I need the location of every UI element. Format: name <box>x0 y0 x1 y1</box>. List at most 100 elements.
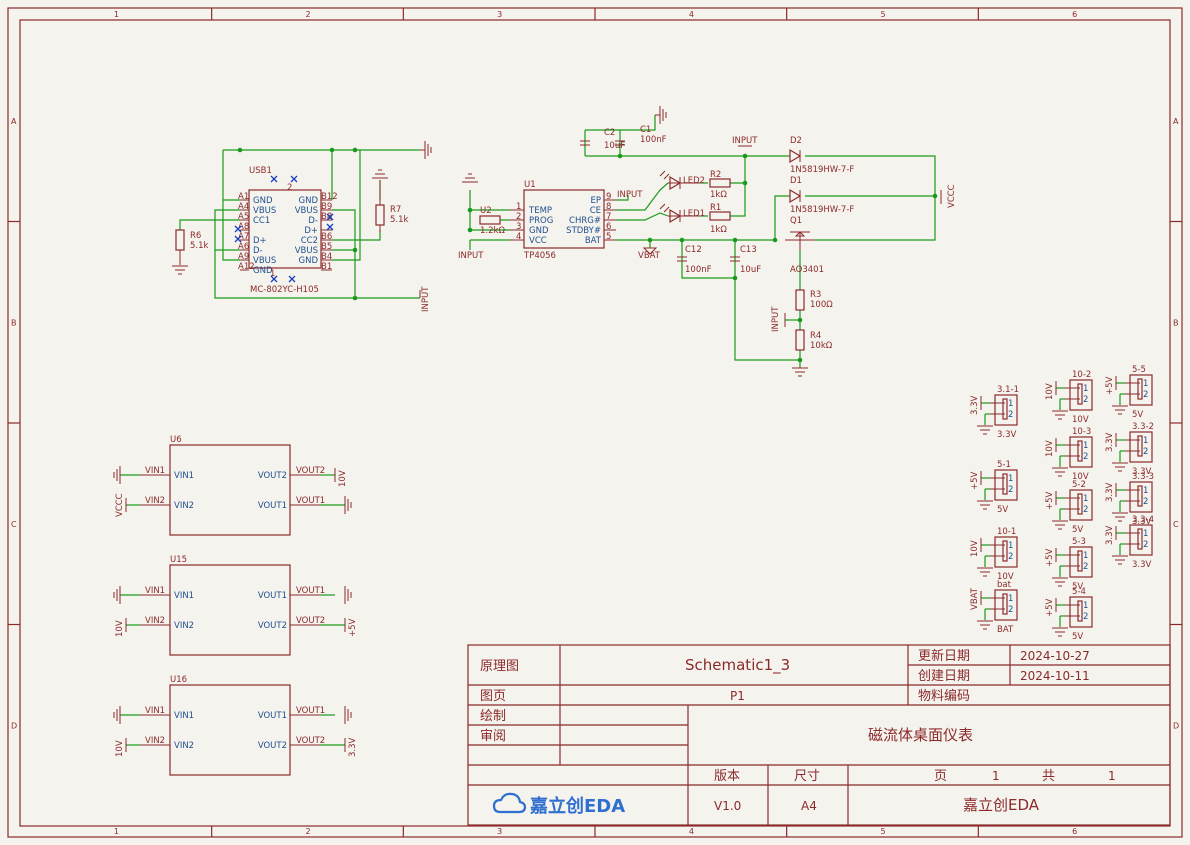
resistor-r1[interactable]: R1 1kΩ <box>709 203 731 235</box>
svg-text:10V: 10V <box>115 620 125 637</box>
gnd-symbol-tp4056 <box>462 173 478 183</box>
svg-text:3.3-4: 3.3-4 <box>1132 515 1154 525</box>
regulator-u15[interactable]: U15VIN1VIN2VOUT1VOUT2VIN1VIN2VOUT1VOUT21… <box>113 555 358 656</box>
svg-text:D-: D- <box>253 246 263 256</box>
svg-text:BAT: BAT <box>997 625 1014 635</box>
svg-text:2: 2 <box>1143 497 1148 507</box>
svg-text:1: 1 <box>1143 379 1148 389</box>
resistor-r4[interactable]: R4 10kΩ <box>795 329 833 351</box>
capacitor-c2[interactable]: C2 10uF <box>580 128 625 151</box>
svg-text:1: 1 <box>1008 594 1013 604</box>
ruler-col-top: 5 <box>881 10 886 19</box>
diode-d2[interactable]: D2 1N5819HW-7-F <box>789 136 854 175</box>
svg-text:+5V: +5V <box>1105 376 1115 395</box>
svg-text:STDBY#: STDBY# <box>566 226 601 236</box>
diode-d1[interactable]: D1 1N5819HW-7-F <box>789 176 854 215</box>
svg-text:A5: A5 <box>238 212 249 222</box>
svg-text:VIN2: VIN2 <box>174 741 194 751</box>
ruler-col-top: 1 <box>114 10 119 19</box>
svg-text:1: 1 <box>1083 441 1088 451</box>
gnd-symbol-usb-top <box>420 141 432 159</box>
regulator-u16[interactable]: U16VIN1VIN2VOUT1VOUT2VIN1VIN2VOUT1VOUT21… <box>113 675 358 776</box>
svg-text:2: 2 <box>1083 395 1088 405</box>
tb-total: 1 <box>1108 769 1116 783</box>
svg-text:2: 2 <box>516 212 521 222</box>
svg-text:1N5819HW-7-F: 1N5819HW-7-F <box>790 165 854 175</box>
svg-text:+5V: +5V <box>1045 548 1055 567</box>
regulator-u6[interactable]: U6VIN1VIN2VOUT2VOUT1VIN1VIN2VOUT2VOUT1VC… <box>113 435 352 536</box>
svg-text:R2: R2 <box>710 170 721 180</box>
svg-text:TEMP: TEMP <box>528 206 552 216</box>
usb-junctions <box>237 147 358 301</box>
svg-text:CHRG#: CHRG# <box>569 216 601 226</box>
svg-text:GND: GND <box>299 256 319 266</box>
svg-text:VOUT1: VOUT1 <box>296 706 325 716</box>
svg-text:VOUT2: VOUT2 <box>258 621 287 631</box>
svg-text:VBAT: VBAT <box>970 587 980 610</box>
tp4056-junctions <box>467 153 938 363</box>
ruler-row-left: A <box>11 117 17 126</box>
resistor-u2[interactable]: U2 1.2kΩ <box>479 206 505 236</box>
svg-text:BAT: BAT <box>585 236 602 246</box>
tb-label-schematic: 原理图 <box>480 659 519 674</box>
resistor-r7[interactable]: R7 5.1k <box>372 169 409 232</box>
u1-part: TP4056 <box>523 251 556 261</box>
svg-text:5V: 5V <box>1072 525 1083 535</box>
svg-text:R3: R3 <box>810 290 821 300</box>
resistor-r2[interactable]: R2 1kΩ <box>709 170 731 200</box>
svg-text:2: 2 <box>1008 485 1013 495</box>
led-led1[interactable]: LED1 <box>659 203 705 224</box>
svg-text:VBUS: VBUS <box>295 206 318 216</box>
svg-text:A12: A12 <box>238 262 255 272</box>
svg-text:10V: 10V <box>1045 383 1055 400</box>
tb-version: V1.0 <box>714 799 741 813</box>
capacitor-c1[interactable]: C1 100nF <box>615 125 667 146</box>
capacitor-c12[interactable]: C12 100nF <box>677 245 712 275</box>
led-led2[interactable]: LED2 <box>659 170 705 191</box>
svg-text:5-2: 5-2 <box>1072 480 1086 490</box>
svg-text:3.3V: 3.3V <box>970 395 980 415</box>
ruler-col-top: 6 <box>1072 10 1077 19</box>
svg-text:1: 1 <box>1008 474 1013 484</box>
svg-text:100nF: 100nF <box>640 135 667 145</box>
tb-page: P1 <box>730 689 745 703</box>
svg-text:1: 1 <box>1083 384 1088 394</box>
resistor-r6[interactable]: R6 5.1k <box>172 229 209 275</box>
ruler-col-bottom: 3 <box>497 827 502 836</box>
svg-text:2: 2 <box>1083 612 1088 622</box>
resistor-r3[interactable]: R3 100Ω <box>795 289 833 311</box>
svg-text:LED1: LED1 <box>683 209 705 219</box>
svg-text:VBAT: VBAT <box>638 251 661 261</box>
svg-text:2: 2 <box>1083 562 1088 572</box>
svg-text:10uF: 10uF <box>604 141 625 151</box>
capacitor-c13[interactable]: C13 10uF <box>730 245 761 275</box>
svg-text:R7: R7 <box>390 205 401 215</box>
svg-text:GND: GND <box>529 226 549 236</box>
svg-text:B12: B12 <box>321 192 338 202</box>
svg-text:CE: CE <box>590 206 601 216</box>
title-block: 原理图 Schematic1_3 更新日期 2024-10-27 创建日期 20… <box>467 644 1171 826</box>
mosfet-q1[interactable]: Q1 AO3401 <box>785 216 824 275</box>
svg-text:2: 2 <box>1143 447 1148 457</box>
svg-text:10V: 10V <box>1072 472 1089 482</box>
net-vbat: VBAT <box>638 247 661 261</box>
ruler-col-top: 2 <box>306 10 311 19</box>
svg-text:1: 1 <box>516 202 521 212</box>
ruler-col-bottom: 4 <box>689 827 694 836</box>
